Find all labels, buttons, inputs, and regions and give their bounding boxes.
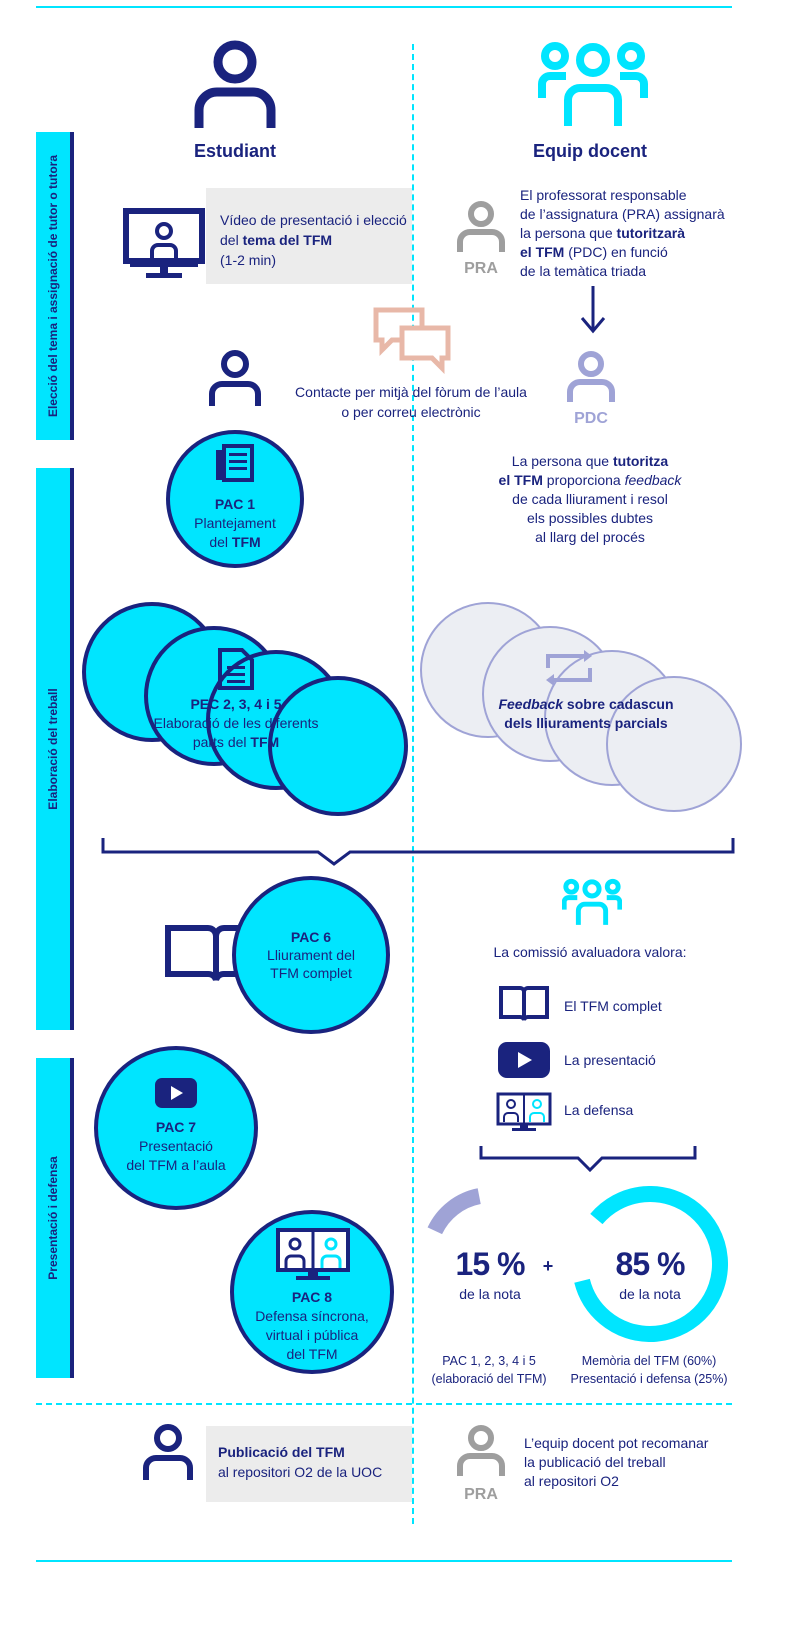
bottom-rule [36,1560,732,1562]
video-text: Vídeo de presentació i elecció del tema … [220,212,407,268]
pra-label: PRA [464,260,498,277]
pac7-circle [94,1046,258,1210]
chat-bubbles-icon [373,307,451,374]
phase-bar-elaboration: Elaboració del treball [36,468,74,1030]
grade-15-detail: PAC 1, 2, 3, 4 i 5(elaboració del TFM) [431,1354,547,1386]
pac6-circle [232,876,390,1034]
plus-sign: + [542,1256,554,1276]
commission-item-presentation: La presentació [564,1052,656,1068]
down-arrow-icon [580,286,606,334]
document-list-icon [216,444,254,482]
pra-person-icon [457,201,505,252]
pdc-person-icon [567,351,615,402]
grade-big-ring [572,1186,728,1342]
grade-small-ring [421,1187,561,1327]
grade-15-value: 15 % [455,1246,526,1282]
play-video-icon [498,1042,550,1078]
commission-title: La comissió avaluadora valora: [493,944,687,960]
grade-15-sub: de la nota [459,1286,521,1302]
commission-item-tfm: El TFM complet [564,998,662,1014]
merge-bracket [101,838,735,866]
pec-circle-4 [268,676,408,816]
publication-pra-icon [457,1425,505,1476]
student-small-person-icon [209,350,261,406]
publication-person-icon [143,1424,193,1480]
pdc-label: PDC [574,410,608,427]
grade-15-arc [421,1187,561,1327]
column-divider [412,44,414,1524]
top-rule [36,6,732,8]
commission-item-defense: La defensa [564,1102,634,1118]
video-box [206,188,412,284]
pra-assignment-text: El professorat responsable de l’assignat… [520,187,725,279]
feedback-circle-4 [606,676,742,812]
youtube-icon [155,1078,197,1108]
grade-85-detail: Memòria del TFM (60%)Presentació i defen… [570,1354,728,1386]
student-column-title: Estudiant [193,141,276,161]
student-person-icon [194,40,276,128]
commission-bracket [479,1146,697,1172]
exchange-arrows-icon [546,650,592,686]
publication-pra-label: PRA [464,1486,498,1503]
defense-video-call-icon [276,1228,350,1280]
document-icon [218,648,254,690]
video-call-icon [496,1092,552,1131]
phase-bar-selection: Elecció del tema i assignació de tutor o… [36,132,74,440]
phase-bar-presentation: Presentació i defensa [36,1058,74,1378]
team-column-title: Equip docent [533,141,647,161]
section-divider [36,1403,732,1405]
commission-group-icon [562,878,622,925]
video-monitor-icon [123,208,205,278]
team-group-icon [538,42,648,126]
tutor-feedback-text: La persona que tutoritza el TFM proporci… [498,453,682,545]
book-icon [499,986,549,1021]
grade-85-sub: de la nota [619,1286,681,1302]
publication-box [206,1426,412,1502]
grade-85-value: 85 % [615,1246,686,1282]
